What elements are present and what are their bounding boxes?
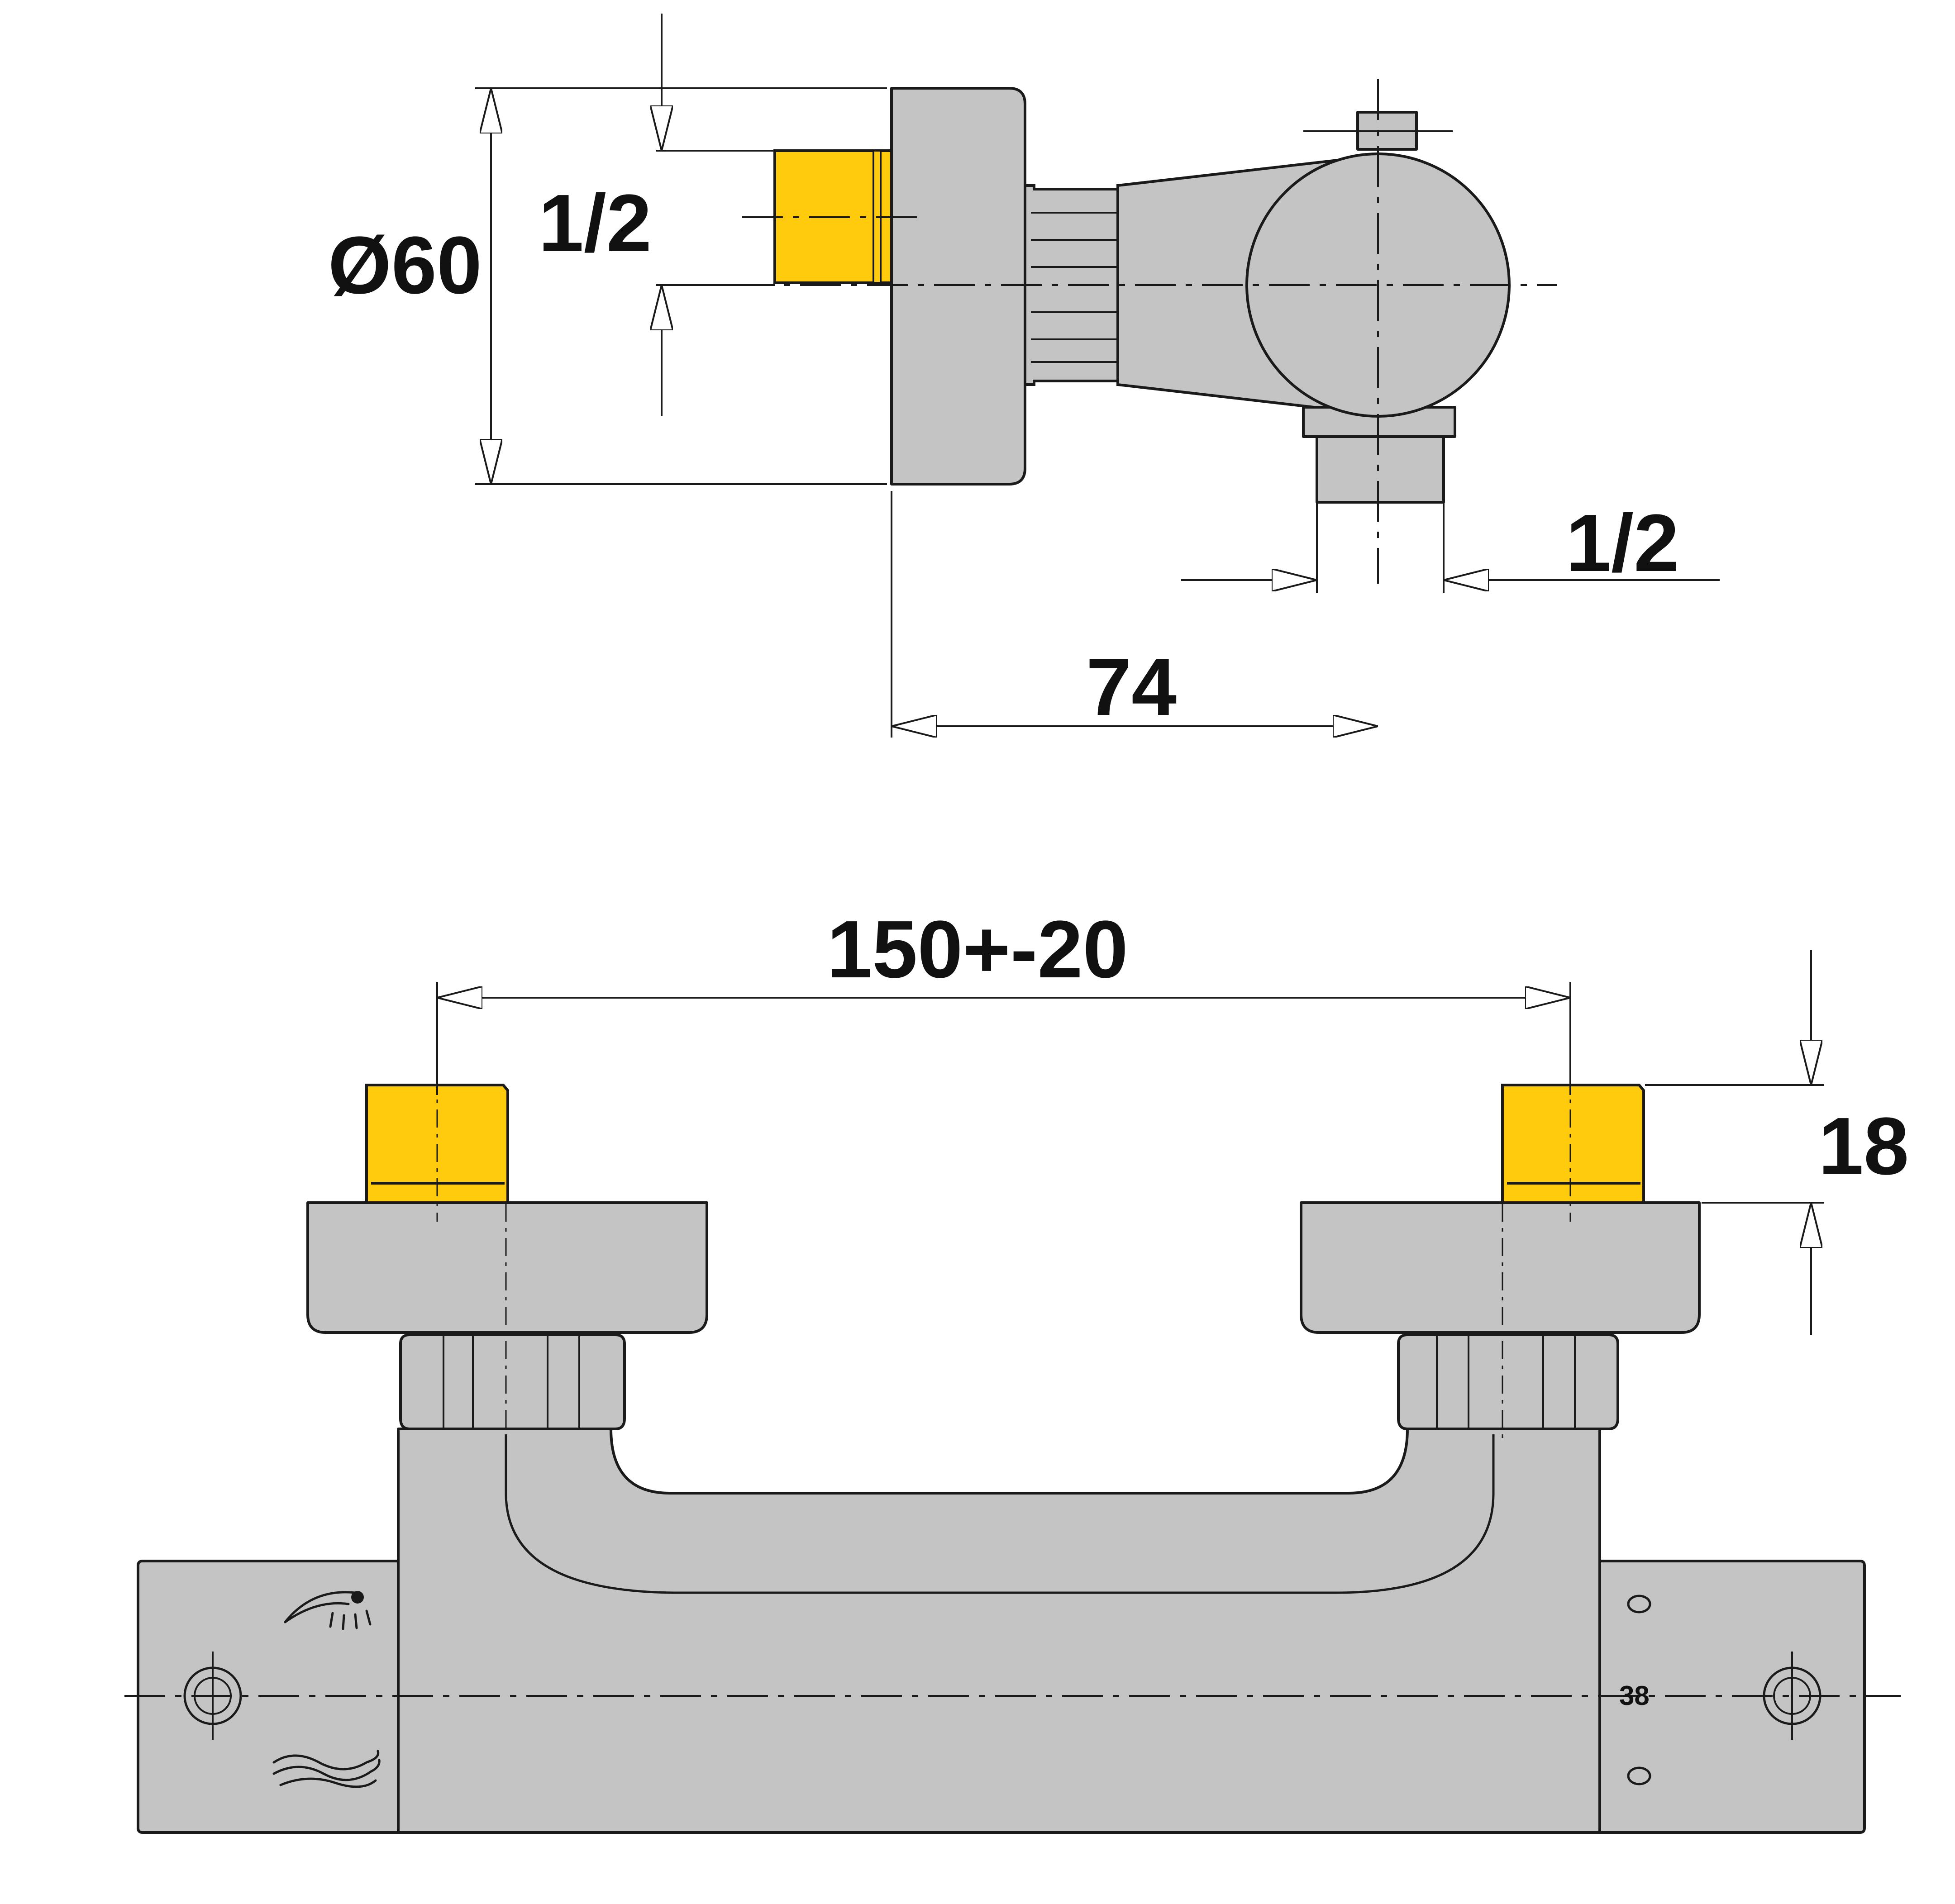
bath-wave-icon xyxy=(272,1750,381,1788)
main-mixer-body xyxy=(397,1428,1601,1834)
shower-icon xyxy=(284,1591,372,1630)
temperature-scale: 38 xyxy=(1618,1563,1651,1785)
right-inlet-thread xyxy=(1501,1084,1645,1204)
thread-length-label: 18 xyxy=(1818,1101,1909,1192)
scale-label-38: 38 xyxy=(1619,1680,1650,1711)
dimension-outlet-thread: 1/2 xyxy=(1181,498,1720,593)
diameter-label: Ø60 xyxy=(328,220,482,311)
right-wall-flange xyxy=(1300,1201,1701,1334)
dimension-thread-length: 18 xyxy=(1645,950,1909,1335)
dimension-depth: 74 xyxy=(891,491,1378,738)
left-wall-flange xyxy=(306,1201,708,1334)
side-view: Ø60 1/2 1/2 74 xyxy=(328,14,1720,738)
dimension-inlet-spacing: 150+-20 xyxy=(436,904,1571,1041)
connector-arm-curve xyxy=(505,1434,1495,1594)
right-mounting-hole-icon xyxy=(1763,1652,1821,1740)
front-view: 38 150+-20 18 xyxy=(124,904,1909,1834)
outlet-thread-label: 1/2 xyxy=(1566,498,1679,589)
left-mounting-hole-icon xyxy=(183,1652,242,1740)
wall-flange xyxy=(890,87,1026,486)
side-outlet-stub xyxy=(1316,435,1445,504)
right-hex-nut xyxy=(1397,1333,1619,1430)
left-hex-nut xyxy=(399,1333,626,1430)
dimension-inlet-thread: 1/2 xyxy=(539,14,775,416)
dimension-diameter: Ø60 xyxy=(328,87,887,485)
inlet-thread-label: 1/2 xyxy=(539,178,652,269)
inlet-spacing-label: 150+-20 xyxy=(827,904,1128,995)
depth-label: 74 xyxy=(1086,642,1177,733)
